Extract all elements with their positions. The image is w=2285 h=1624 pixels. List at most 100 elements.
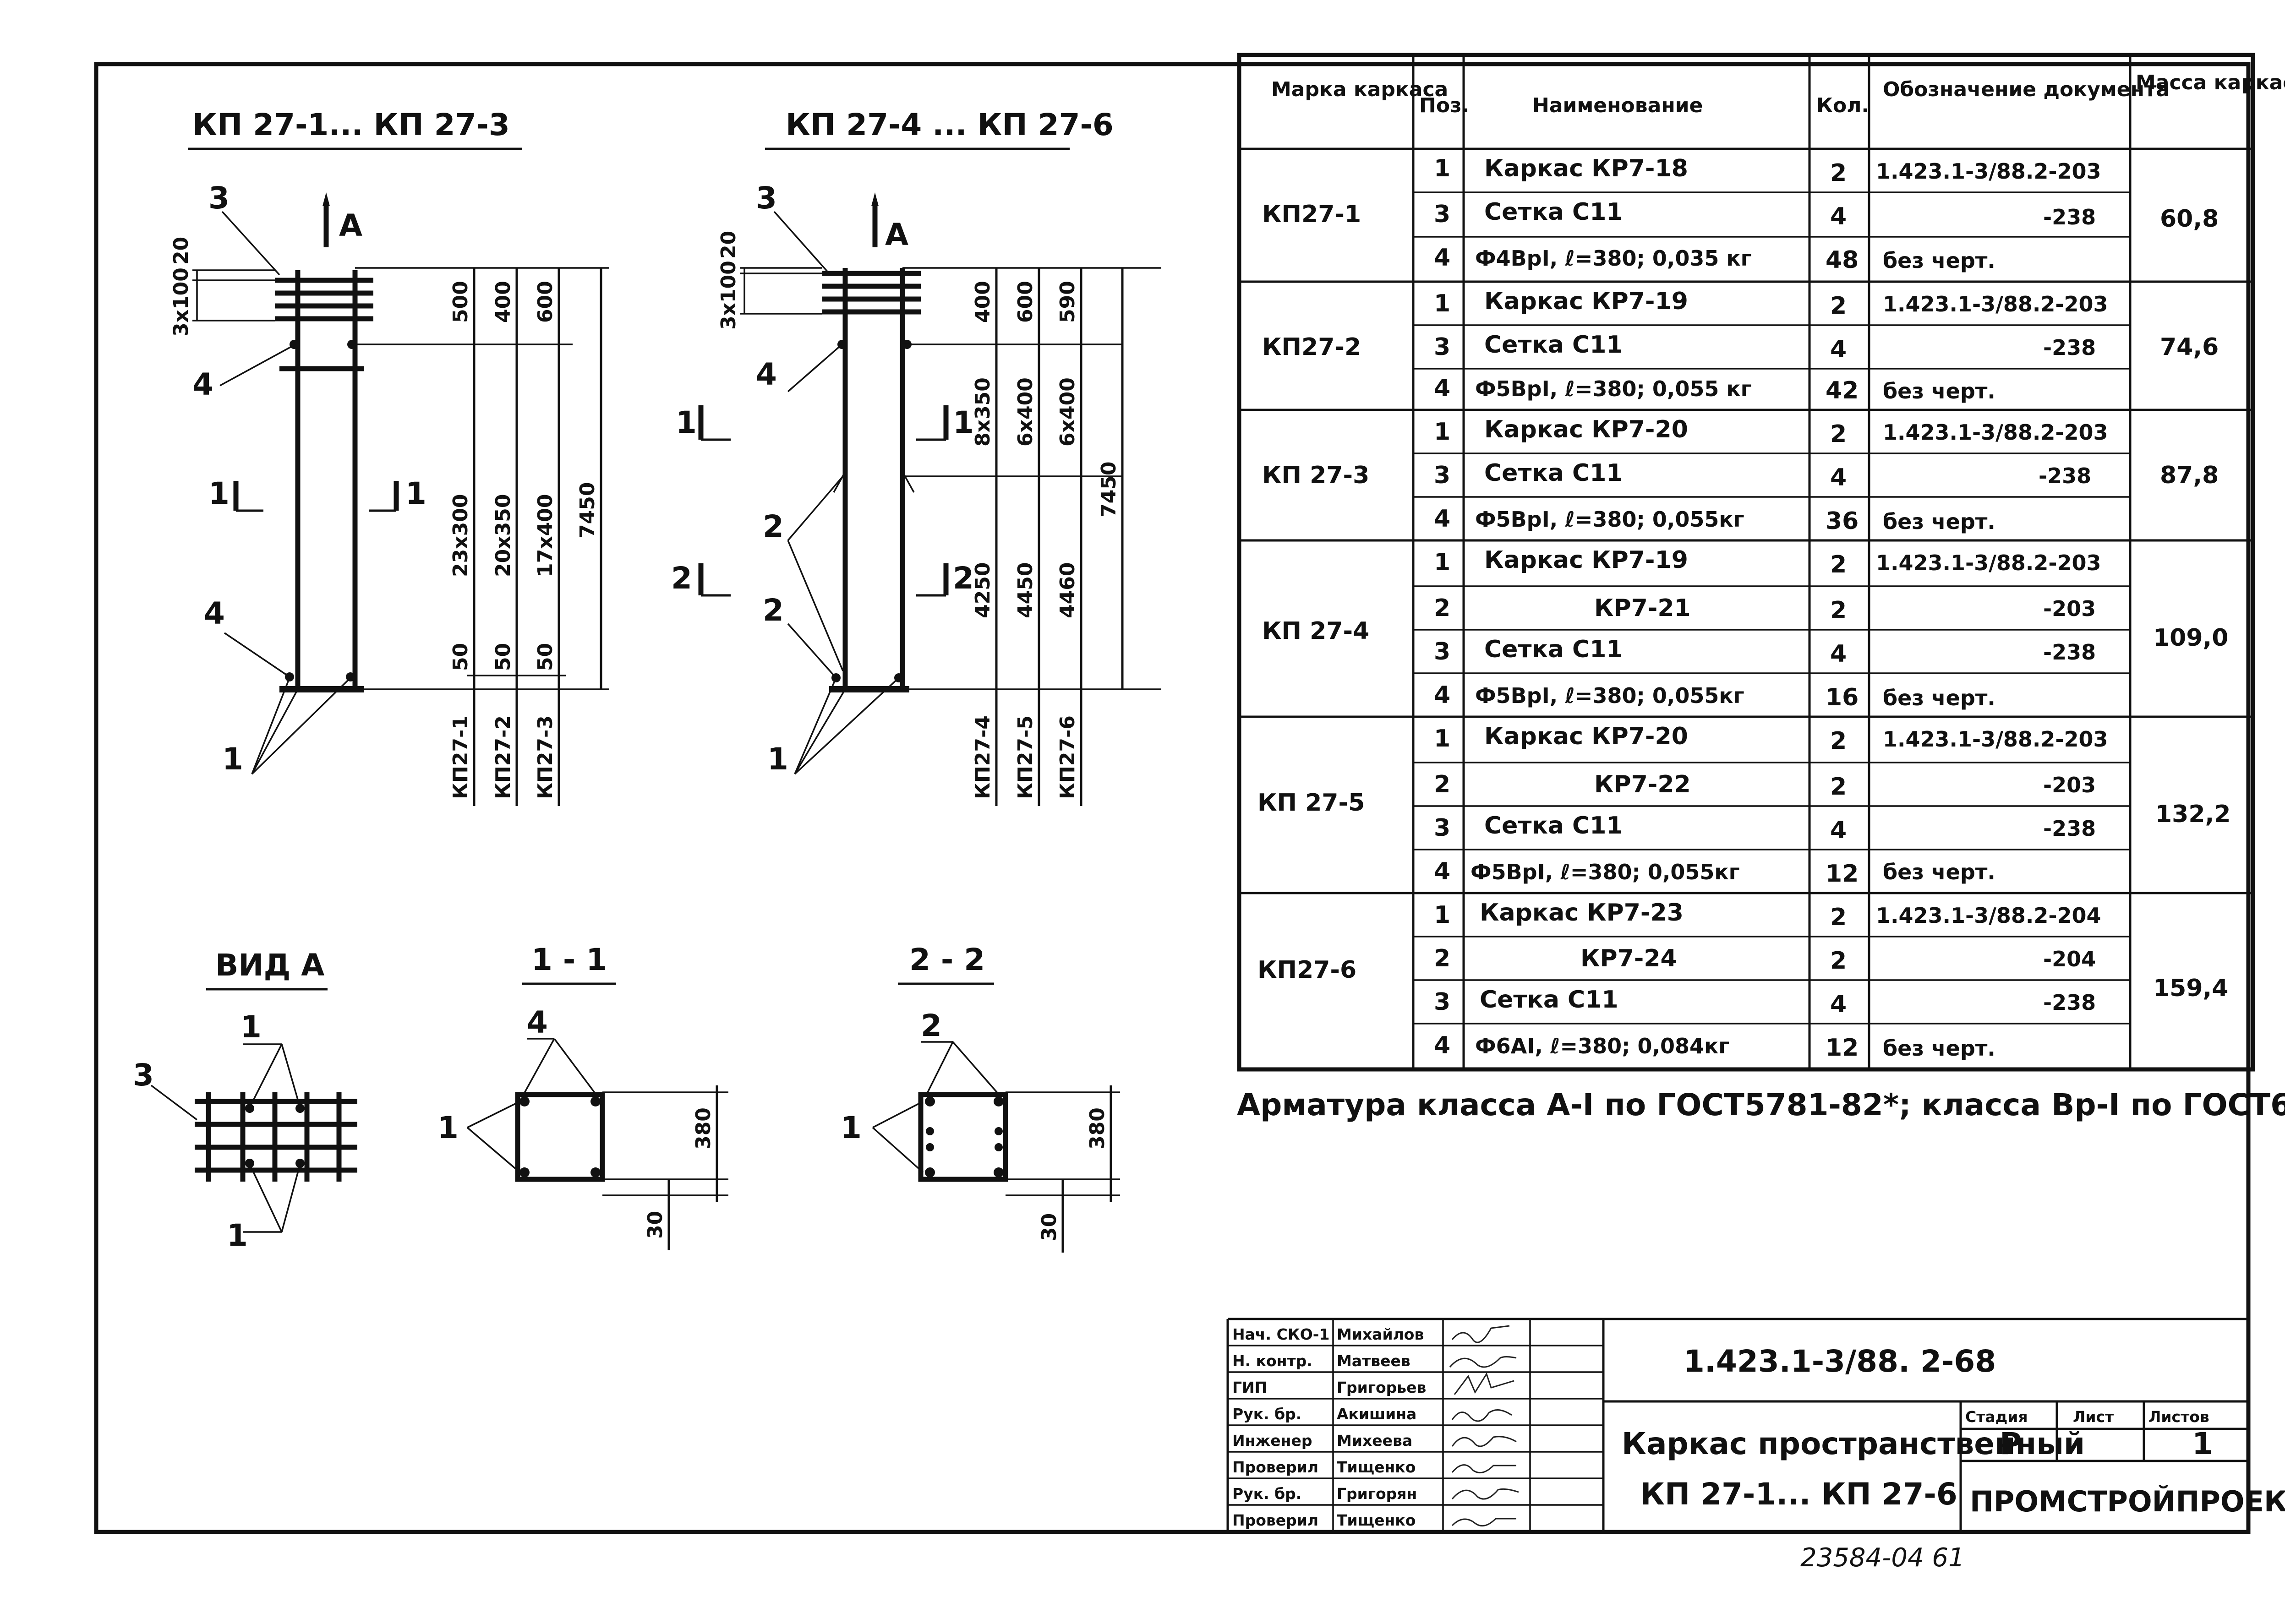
g6-r4-qty: 12 bbox=[1826, 1034, 1859, 1062]
g3-r1-name: Каркас КР7-20 bbox=[1484, 416, 1688, 443]
section-1-1: 1 - 1 4 1 380 30 bbox=[437, 942, 728, 1250]
g5-r1-pos: 1 bbox=[1434, 725, 1450, 752]
mark-kp27-5: КП 27-5 bbox=[1257, 789, 1365, 817]
mark-kp27-1: КП27-1 bbox=[1262, 201, 1361, 228]
tb-role-6: Проверил bbox=[1232, 1458, 1318, 1476]
section-mark-2-left-b: 2 bbox=[671, 561, 692, 596]
dim-380-section-1: 380 bbox=[692, 1107, 715, 1150]
g4-r4-qty: 16 bbox=[1826, 684, 1859, 711]
arrow-a-label-b: А bbox=[885, 217, 908, 252]
tb-name-4: Акишина bbox=[1337, 1405, 1416, 1423]
g4-r4-doc: без черт. bbox=[1883, 686, 1995, 710]
g3-r3-pos: 4 bbox=[1434, 505, 1450, 533]
arrow-a-label-a: А bbox=[339, 208, 362, 243]
g5-r1-doc: 1.423.1-3/88.2-203 bbox=[1883, 727, 2108, 752]
dim-a-col3-mid: 17x400 bbox=[534, 494, 557, 577]
tb-role-3: ГИП bbox=[1232, 1379, 1267, 1396]
g1-r3-name: Ф4ВрІ, ℓ=380; 0,035 кг bbox=[1475, 246, 1752, 271]
dim-a-col1-top: 500 bbox=[449, 281, 472, 323]
elevation-group-a: КП 27-1... КП 27-3 А 1 1 3 4 bbox=[169, 107, 609, 806]
callout-2-upper-b: 2 bbox=[763, 509, 784, 544]
tb-doc-code: 1.423.1-3/88. 2-68 bbox=[1684, 1344, 1996, 1379]
reinforcement-note: Арматура класса А-І по ГОСТ5781-82*; кла… bbox=[1237, 1087, 2285, 1123]
dim-a-total: 7450 bbox=[576, 482, 599, 538]
g5-r3-name: Сетка С11 bbox=[1484, 812, 1623, 839]
dim-a-col2-bot: 50 bbox=[492, 643, 515, 671]
dim-b-col2-bot: 4450 bbox=[1014, 562, 1037, 618]
dim-20-a: 20 bbox=[169, 237, 193, 265]
g1-r1-doc: 1.423.1-3/88.2-203 bbox=[1876, 159, 2101, 184]
section-mark-1-left-b: 1 bbox=[676, 405, 697, 440]
tb-drawing-subtitle: КП 27-1... КП 27-6 bbox=[1640, 1477, 1957, 1512]
g1-r1-qty: 2 bbox=[1830, 159, 1847, 187]
mark-kp27-6: КП27-6 bbox=[1257, 956, 1356, 984]
g5-r3-doc: -238 bbox=[2043, 816, 2096, 841]
group-a-title: КП 27-1... КП 27-3 bbox=[192, 107, 510, 142]
tb-name-8: Тищенко bbox=[1337, 1511, 1416, 1529]
dim-a-col1-mark: КП27-1 bbox=[449, 715, 472, 799]
g4-r3-pos: 3 bbox=[1434, 638, 1450, 665]
dim-20-b: 20 bbox=[717, 231, 740, 259]
dim-3x100-b: 3x100 bbox=[717, 261, 740, 330]
g5-r3-pos: 3 bbox=[1434, 814, 1450, 842]
g2-r2-doc: -238 bbox=[2043, 335, 2096, 360]
tb-name-7: Григорян bbox=[1337, 1485, 1417, 1503]
section-2-2: 2 - 2 2 1 380 30 bbox=[841, 942, 1120, 1253]
g1-r3-doc: без черт. bbox=[1883, 248, 1995, 273]
g6-r1-name: Каркас КР7-23 bbox=[1480, 899, 1684, 926]
g5-r4-doc: без черт. bbox=[1883, 860, 1995, 884]
g6-r4-doc: без черт. bbox=[1883, 1036, 1995, 1061]
callout-4-lower-a: 4 bbox=[204, 596, 225, 631]
mass-kp27-2: 74,6 bbox=[2160, 333, 2219, 361]
g1-r1-name: Каркас КР7-18 bbox=[1484, 155, 1688, 182]
hdr-mass: Масса каркаса, кг bbox=[2136, 71, 2285, 94]
callout-1-section-2: 1 bbox=[841, 1110, 862, 1145]
dim-3x100-a: 3x100 bbox=[169, 267, 193, 337]
tb-name-3: Григорьев bbox=[1337, 1379, 1426, 1396]
g5-r2-pos: 2 bbox=[1434, 771, 1450, 798]
section-mark-1-right-b: 1 bbox=[953, 405, 974, 440]
g3-r2-pos: 3 bbox=[1434, 462, 1450, 489]
callout-2-lower-b: 2 bbox=[763, 593, 784, 628]
g3-r2-doc: -238 bbox=[2039, 463, 2091, 488]
g1-r2-doc: -238 bbox=[2043, 205, 2096, 229]
g2-r3-doc: без черт. bbox=[1883, 379, 1995, 403]
g6-r1-pos: 1 bbox=[1434, 901, 1450, 929]
dim-b-col3-mark: КП27-6 bbox=[1056, 715, 1079, 799]
dim-b-col1-top: 400 bbox=[971, 281, 995, 323]
dim-380-section-2: 380 bbox=[1086, 1107, 1109, 1150]
sheet-border bbox=[94, 62, 2251, 1534]
g2-r1-name: Каркас КР7-19 bbox=[1484, 288, 1688, 315]
dim-a-col3-top: 600 bbox=[534, 281, 557, 323]
top-mesh-a bbox=[275, 278, 373, 322]
dim-30-section-1: 30 bbox=[644, 1211, 667, 1239]
callout-1-b: 1 bbox=[767, 741, 788, 777]
view-a: ВИД А 1 1 3 bbox=[133, 948, 357, 1253]
g2-r3-qty: 42 bbox=[1826, 377, 1859, 404]
section-mark-2-right-b: 2 bbox=[953, 561, 974, 596]
tb-drawing-title: Каркас пространственный bbox=[1622, 1426, 2085, 1461]
g2-r1-pos: 1 bbox=[1434, 290, 1450, 317]
g5-r1-name: Каркас КР7-20 bbox=[1484, 723, 1688, 750]
spec-table: Марка каркаса Поз. Наименование Кол. Обо… bbox=[1237, 53, 2285, 1072]
callout-4-b: 4 bbox=[756, 357, 777, 392]
mass-kp27-1: 60,8 bbox=[2160, 205, 2219, 233]
g2-r2-pos: 3 bbox=[1434, 333, 1450, 361]
g5-r2-name: КР7-22 bbox=[1594, 771, 1691, 798]
hdr-mark: Марка каркаса bbox=[1271, 78, 1448, 101]
g4-r3-name: Сетка С11 bbox=[1484, 636, 1623, 663]
section-2-2-title: 2 - 2 bbox=[909, 942, 985, 977]
g3-r2-name: Сетка С11 bbox=[1484, 459, 1623, 487]
tb-stage: Р bbox=[2000, 1426, 2022, 1461]
g5-r2-doc: -203 bbox=[2043, 773, 2096, 797]
g6-r4-pos: 4 bbox=[1434, 1032, 1450, 1059]
group-b-title: КП 27-4 ... КП 27-6 bbox=[786, 107, 1114, 142]
tb-name-6: Тищенко bbox=[1337, 1458, 1416, 1476]
g6-r2-qty: 2 bbox=[1830, 947, 1847, 975]
dim-b-col2-mark: КП27-5 bbox=[1014, 715, 1037, 799]
hdr-pos: Поз. bbox=[1419, 94, 1469, 117]
section-1-1-title: 1 - 1 bbox=[531, 942, 607, 977]
g5-r3-qty: 4 bbox=[1830, 817, 1847, 844]
dim-a-col3-bot: 50 bbox=[534, 643, 557, 671]
callout-4-upper-a: 4 bbox=[192, 367, 213, 402]
